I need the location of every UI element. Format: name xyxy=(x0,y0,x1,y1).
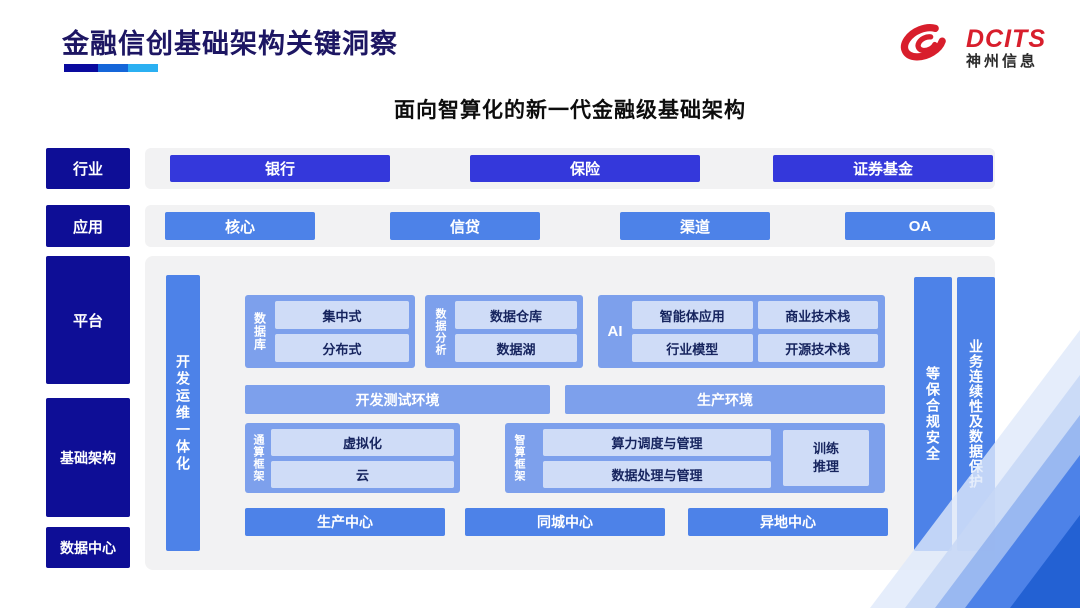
industry-item-insurance: 保险 xyxy=(470,155,700,182)
intelligent-compute-label: 智算框架 xyxy=(513,434,525,482)
database-label: 数据库 xyxy=(252,312,267,351)
general-compute-boxes: 虚拟化 云 xyxy=(271,428,460,488)
same-city-center: 同城中心 xyxy=(465,508,665,536)
underline-segment-light xyxy=(128,64,158,72)
general-compute-item-cloud: 云 xyxy=(271,460,454,488)
ai-label: AI xyxy=(607,323,623,340)
business-continuity-bar: 业务连续性及数据保护 xyxy=(957,277,995,551)
compliance-security-label: 等保合规安全 xyxy=(925,366,941,462)
application-row: 核心 信贷 渠道 OA xyxy=(145,205,995,247)
underline-segment-dark xyxy=(64,64,98,72)
industry-row: 银行 保险 证券基金 xyxy=(145,148,995,189)
devops-bar-label: 开发运维一体化 xyxy=(175,353,191,473)
platform-container: 开发运维一体化 数据库 集中式 分布式 数据分析 数据仓库 数据湖 AI 智能体… xyxy=(145,256,995,570)
side-label-application: 应用 xyxy=(46,205,130,247)
analysis-item-lake: 数据湖 xyxy=(455,334,577,362)
general-compute-label: 通算框架 xyxy=(252,434,264,482)
analysis-item-warehouse: 数据仓库 xyxy=(455,301,577,329)
side-label-platform: 平台 xyxy=(46,256,130,384)
side-label-industry: 行业 xyxy=(46,148,130,189)
devops-bar: 开发运维一体化 xyxy=(166,275,200,551)
dcits-swirl-icon xyxy=(896,18,958,77)
general-compute-section: 通算框架 虚拟化 云 xyxy=(245,423,460,493)
intelligent-compute-item-scheduling: 算力调度与管理 xyxy=(543,428,771,456)
business-continuity-label: 业务连续性及数据保护 xyxy=(968,339,984,489)
analysis-boxes: 数据仓库 数据湖 xyxy=(455,301,583,362)
database-item-distributed: 分布式 xyxy=(275,334,409,362)
production-center: 生产中心 xyxy=(245,508,445,536)
database-section: 数据库 集中式 分布式 xyxy=(245,295,415,368)
application-item-credit: 信贷 xyxy=(390,212,540,240)
analysis-label: 数据分析 xyxy=(434,307,446,356)
page-title: 金融信创基础架构关键洞察 xyxy=(62,29,398,59)
training-inference-box: 训练 推理 xyxy=(783,430,869,486)
underline-segment-mid xyxy=(98,64,128,72)
diagram-title: 面向智算化的新一代金融级基础架构 xyxy=(394,99,746,122)
title-underline xyxy=(64,64,158,72)
intelligent-compute-item-data-mgmt: 数据处理与管理 xyxy=(543,460,771,488)
remote-center: 异地中心 xyxy=(688,508,888,536)
application-item-core: 核心 xyxy=(165,212,315,240)
application-item-oa: OA xyxy=(845,212,995,240)
ai-item-opensource-stack: 开源技术栈 xyxy=(757,334,878,362)
ai-section: AI 智能体应用 商业技术栈 行业模型 开源技术栈 xyxy=(598,295,885,368)
ai-item-agent-apps: 智能体应用 xyxy=(632,301,753,329)
analysis-section: 数据分析 数据仓库 数据湖 xyxy=(425,295,583,368)
production-environment-bar: 生产环境 xyxy=(565,385,885,414)
general-compute-item-virtualization: 虚拟化 xyxy=(271,428,454,456)
intelligent-compute-section: 智算框架 算力调度与管理 数据处理与管理 训练 推理 xyxy=(505,423,885,493)
compliance-security-bar: 等保合规安全 xyxy=(914,277,952,551)
logo-company-name: 神州信息 xyxy=(966,52,1039,70)
logo-text: DCITS 神州信息 xyxy=(966,24,1046,70)
intelligent-compute-boxes: 算力调度与管理 数据处理与管理 xyxy=(543,428,771,488)
ai-boxes: 智能体应用 商业技术栈 行业模型 开源技术栈 xyxy=(632,301,885,362)
industry-item-securities: 证券基金 xyxy=(773,155,993,182)
ai-item-industry-models: 行业模型 xyxy=(632,334,753,362)
industry-item-bank: 银行 xyxy=(170,155,390,182)
side-label-infrastructure: 基础架构 xyxy=(46,398,130,517)
side-label-datacenter: 数据中心 xyxy=(46,527,130,568)
logo-brand: DCITS xyxy=(966,24,1046,53)
dev-test-environment-bar: 开发测试环境 xyxy=(245,385,550,414)
database-boxes: 集中式 分布式 xyxy=(275,301,415,362)
company-logo: DCITS 神州信息 xyxy=(896,18,1046,77)
ai-item-commercial-stack: 商业技术栈 xyxy=(757,301,878,329)
application-item-channel: 渠道 xyxy=(620,212,770,240)
database-item-centralized: 集中式 xyxy=(275,301,409,329)
